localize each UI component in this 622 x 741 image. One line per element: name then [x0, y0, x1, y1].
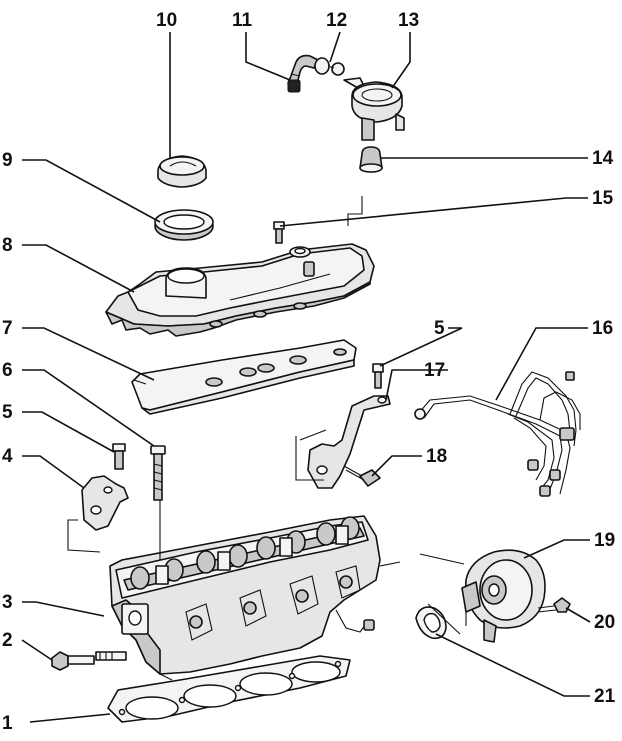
- callout-21: 21: [594, 686, 616, 707]
- part-5-bolt-upper: [372, 363, 384, 389]
- part-3-cylinder-head: [109, 515, 381, 681]
- callout-7: 7: [2, 318, 13, 339]
- callout-15: 15: [592, 188, 614, 209]
- part-5-bolt-lower: [112, 443, 126, 470]
- part-10-oil-filler-cap: [157, 155, 207, 188]
- part-12-hose-clip: [314, 57, 345, 76]
- callout-16: 16: [592, 318, 613, 339]
- callout-13: 13: [398, 10, 419, 31]
- part-4-bracket: [81, 475, 129, 531]
- leader-lines: [21, 31, 591, 723]
- injector-row: [185, 565, 361, 641]
- camshaft-lobes: [130, 516, 360, 590]
- part-9-seal-ring: [154, 209, 214, 241]
- part-1-head-gasket: [107, 655, 351, 723]
- callout-4: 4: [2, 446, 13, 467]
- callout-9: 9: [2, 150, 13, 171]
- callout-14: 14: [592, 148, 614, 169]
- part-19-vacuum-pump: [461, 549, 546, 643]
- part-17-bracket: [307, 395, 391, 489]
- callout-5-left: 5: [2, 402, 13, 423]
- callout-19: 19: [594, 530, 615, 551]
- callout-12: 12: [326, 10, 347, 31]
- callout-labels: 1 2 3 4 5 5 6 7 8 9 10 11 12 13 14 15 16…: [2, 10, 616, 734]
- callout-5-right: 5: [434, 318, 445, 339]
- part-14-grommet: [359, 146, 383, 173]
- part-21-pump-gasket: [415, 606, 447, 640]
- part-18-bolt: [343, 465, 381, 487]
- callout-6: 6: [2, 360, 13, 381]
- part-6-head-bolt: [150, 445, 166, 501]
- callout-1: 1: [2, 713, 13, 734]
- part-13-pcv-valve: [343, 77, 405, 141]
- callout-2: 2: [2, 630, 13, 651]
- part-7-cover-gasket: [131, 339, 357, 415]
- part-8-valve-cover: [105, 243, 375, 337]
- callout-18: 18: [426, 446, 447, 467]
- part-11-breather-hose: [287, 54, 319, 93]
- callout-11: 11: [232, 10, 253, 31]
- callout-3: 3: [2, 592, 13, 613]
- part-16-injector-pipes: [414, 371, 581, 497]
- part-2-bolt: [51, 651, 127, 671]
- callout-8: 8: [2, 235, 13, 256]
- callout-20: 20: [594, 612, 615, 633]
- callout-17: 17: [424, 360, 445, 381]
- callout-10: 10: [156, 10, 177, 31]
